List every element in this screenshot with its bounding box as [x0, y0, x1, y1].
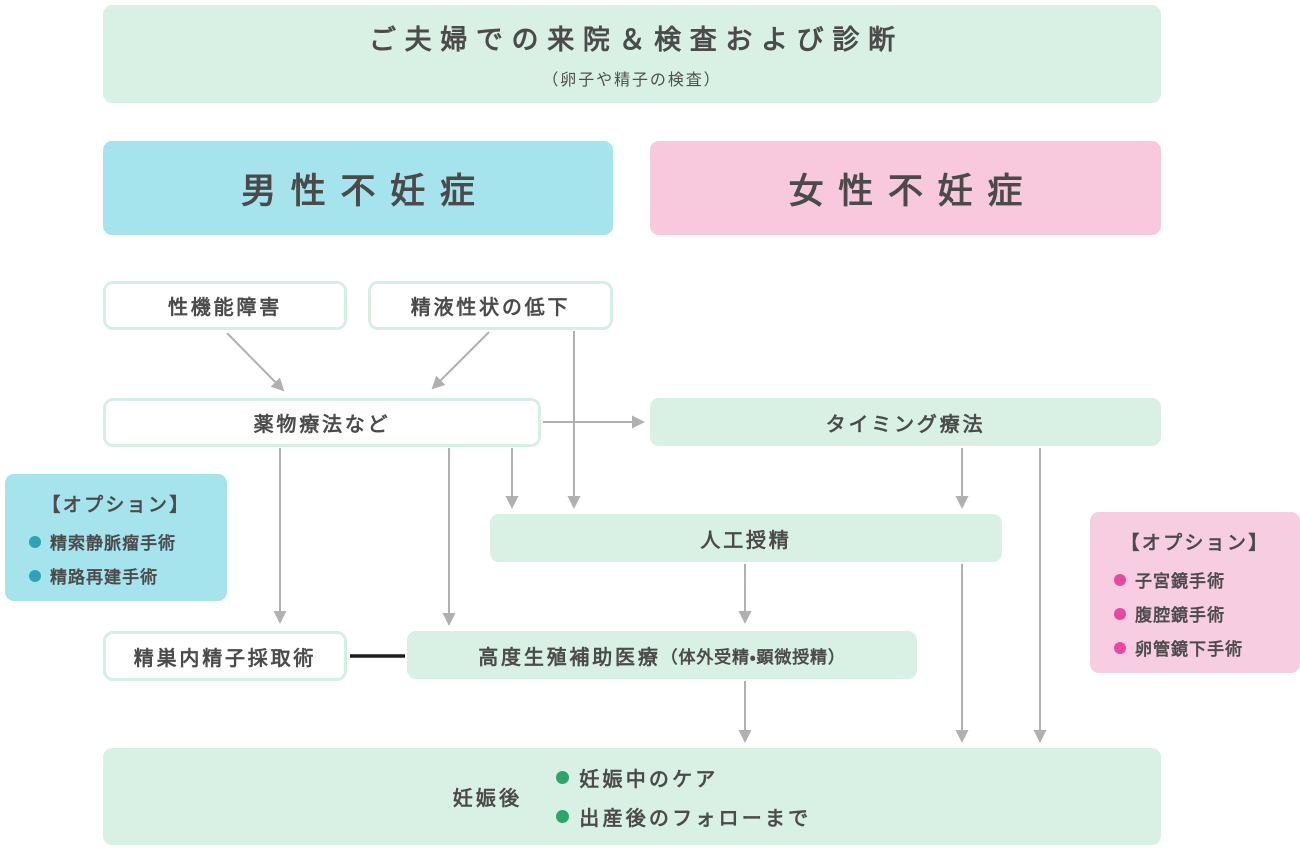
bullet-icon: [556, 809, 570, 823]
list-item: 卵管鏡下手術: [1114, 635, 1300, 660]
top-banner: ご夫婦での来院＆検査および診断 （卵子や精子の検査）: [103, 5, 1161, 103]
bottom-banner-item: 出産後のフォローまで: [579, 807, 812, 830]
male-infertility-header: 男性不妊症: [103, 141, 613, 235]
bullet-icon: [1114, 641, 1126, 654]
list-item: 妊娠中のケア: [556, 763, 811, 792]
male-option-item: 精索静脈瘤手術: [50, 534, 177, 553]
bullet-icon: [29, 569, 41, 582]
list-item: 出産後のフォローまで: [556, 802, 811, 831]
node-sexual-dysfunction: 性機能障害: [103, 281, 347, 330]
top-banner-subtitle: （卵子や精子の検査）: [542, 72, 722, 89]
female-option-item: 卵管鏡下手術: [1135, 640, 1244, 659]
female-option-item: 腹腔鏡手術: [1135, 606, 1226, 625]
female-option-title: 【オプション】: [1120, 533, 1270, 554]
male-option-item: 精路再建手術: [50, 568, 159, 587]
list-item: 子宮鏡手術: [1114, 567, 1300, 592]
male-option-box: 【オプション】 精索静脈瘤手術 精路再建手術: [5, 474, 227, 601]
female-option-box: 【オプション】 子宮鏡手術 腹腔鏡手術 卵管鏡下手術: [1090, 512, 1300, 673]
list-item: 腹腔鏡手術: [1114, 601, 1300, 626]
node-art: 高度生殖補助医療（体外受精・顕微授精）: [407, 631, 917, 679]
bullet-icon: [1114, 607, 1126, 620]
node-art-note: （体外受精・顕微授精）: [660, 647, 846, 667]
list-item: 精路再建手術: [29, 563, 227, 588]
node-drug-therapy: 薬物療法など: [103, 398, 541, 447]
female-option-item: 子宮鏡手術: [1135, 572, 1226, 591]
bullet-icon: [29, 535, 41, 548]
node-testicular-sperm-extraction: 精巣内精子採取術: [103, 631, 347, 681]
node-semen-decline: 精液性状の低下: [368, 281, 613, 330]
node-art-label: 高度生殖補助医療: [478, 646, 661, 669]
top-banner-title: ご夫婦での来院＆検査および診断: [369, 25, 904, 55]
list-item: 精索静脈瘤手術: [29, 529, 227, 554]
bottom-banner-item: 妊娠中のケア: [579, 768, 719, 791]
node-artificial-insemination: 人工授精: [490, 514, 1002, 562]
bullet-icon: [556, 770, 570, 784]
bottom-banner-label: 妊娠後: [452, 788, 523, 810]
bullet-icon: [1114, 573, 1126, 586]
male-option-title: 【オプション】: [41, 495, 191, 516]
node-timing-therapy: タイミング療法: [650, 398, 1161, 446]
bottom-banner: 妊娠後 妊娠中のケア 出産後のフォローまで: [103, 748, 1161, 845]
female-infertility-header: 女性不妊症: [650, 141, 1161, 235]
